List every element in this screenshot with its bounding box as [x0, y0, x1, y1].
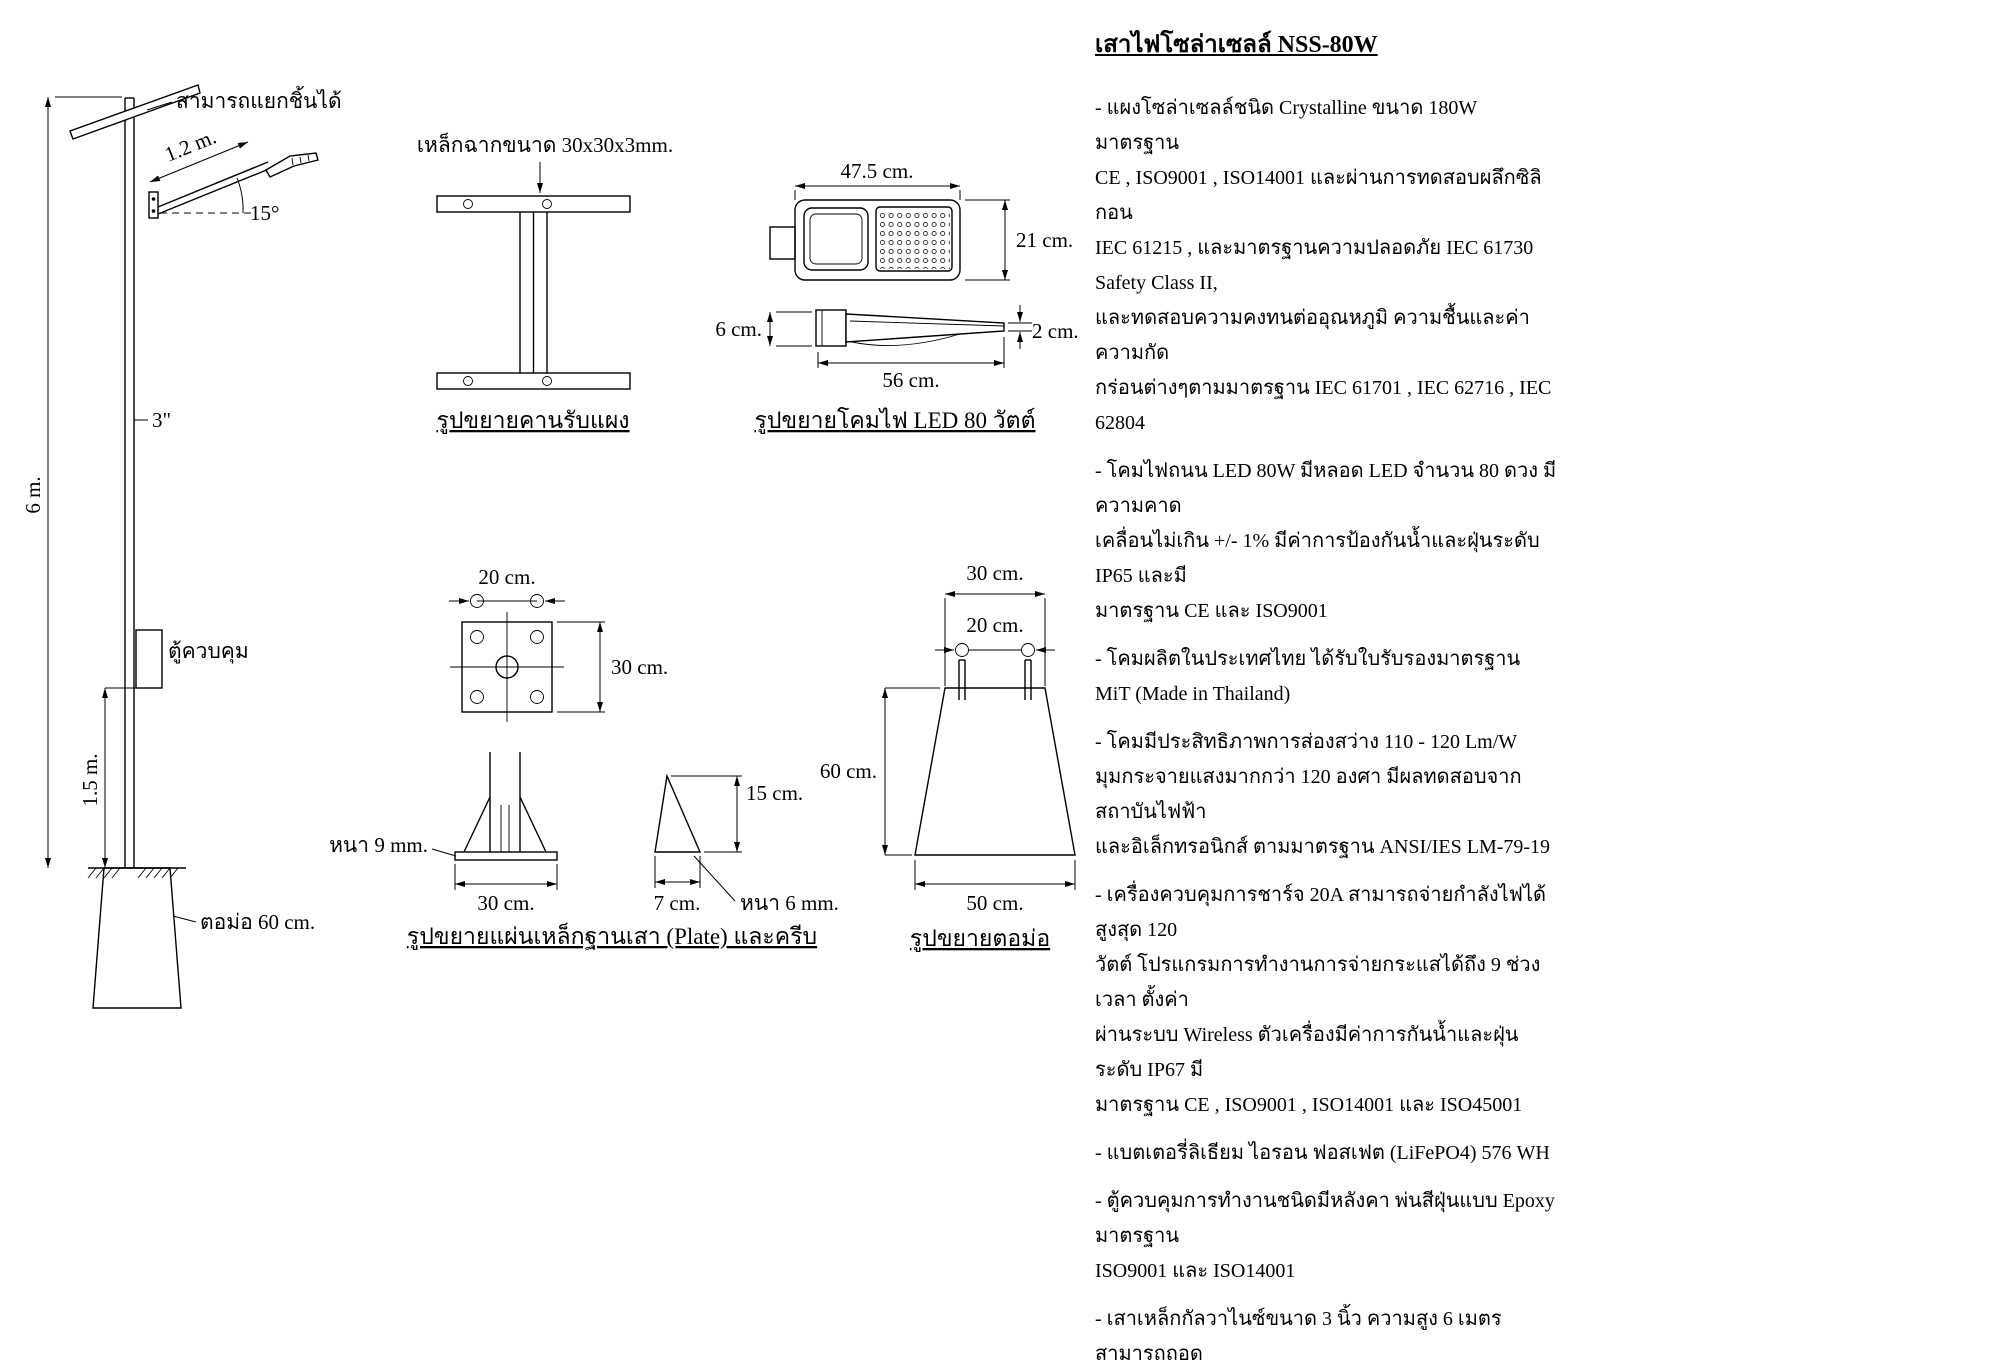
beam-bottom-flange	[436, 372, 631, 390]
pole-elevation-drawing: สามารถแยกชิ้นได้ 1.2 m. 15° 3"	[21, 84, 342, 1009]
spec-paragraph-control-box: - ตู้ควบคุมการทำงานชนิดมีหลังคา พ่นสีฝุ่…	[1095, 1190, 1555, 1282]
pier-top-width-dim: 30 cm.	[966, 561, 1023, 585]
base-plate-drawing: 20 cm. 30 cm.	[329, 565, 839, 950]
lamp-arm	[157, 161, 269, 208]
spec-column: เสาไฟโซล่าเซลล์ NSS-80W - แผงโซล่าเซลล์ช…	[1095, 24, 1565, 1362]
lamp-driver-compartment	[803, 207, 869, 271]
spec-paragraph-charge-controller: - เครื่องควบคุมการชาร์จ 20A สามารถจ่ายกำ…	[1095, 884, 1546, 1116]
spec-paragraph-pole: - เสาเหล็กกัลวาไนซ์ขนาด 3 นิ้ว ความสูง 6…	[1095, 1308, 1502, 1362]
foundation-caption: รูปขยายตอม่อ	[910, 926, 1050, 952]
control-box	[135, 629, 163, 689]
panel-detach-label: สามารถแยกชิ้นได้	[176, 86, 342, 113]
beam-steel-label: เหล็กฉากขนาด 30x30x3mm.	[417, 131, 673, 157]
lamp-body-side-view	[845, 313, 1005, 343]
tilt-angle-label: 15°	[250, 201, 279, 225]
pier-height-dim: 60 cm.	[820, 759, 877, 783]
pier-outline	[914, 687, 1076, 856]
led-dot-grid	[878, 209, 950, 269]
arm-length-dim: 1.2 m.	[161, 124, 219, 166]
beam-caption: รูปขยายคานรับแผง	[436, 408, 629, 434]
spec-paragraph-battery: - แบตเตอรี่ลิเธียม ไอรอน ฟอสเฟต (LiFePO4…	[1095, 1142, 1550, 1164]
arm-bracket	[148, 191, 159, 219]
plate-center-hole	[495, 655, 519, 679]
panel-beam-drawing: เหล็กฉากขนาด 30x30x3mm. รูปขยายคานรับแผง	[417, 131, 673, 434]
lamp-caption: รูปขยายโคมไฟ LED 80 วัตต์	[754, 407, 1035, 434]
spec-paragraph-mit-lamp: - โคมผลิตในประเทศไทย ได้รับใบรับรองมาตรฐ…	[1095, 648, 1521, 705]
lamp-width-dim: 47.5 cm.	[841, 159, 914, 183]
led-lamp-drawing: 47.5 cm. 21 cm. 6 cm	[715, 159, 1078, 434]
fin-detail	[654, 773, 702, 853]
lamp-height-dim: 21 cm.	[1016, 228, 1073, 252]
lamp-length-dim: 56 cm.	[882, 368, 939, 392]
foundation-label: ตอม่อ 60 cm.	[200, 910, 315, 934]
led-array-outline	[875, 206, 953, 272]
pier-bottom-width-dim: 50 cm.	[966, 891, 1023, 915]
luminaire-symbol	[265, 152, 319, 178]
pole-height-dim: 6 m.	[21, 476, 45, 513]
lamp-side-height-dim: 6 cm.	[715, 317, 762, 341]
plate-size-dim: 30 cm.	[611, 655, 668, 679]
lamp-mount-top-view	[769, 226, 796, 260]
beam-top-flange	[436, 195, 631, 213]
fin-width-dim: 7 cm.	[654, 891, 701, 915]
spec-paragraph-solar-panel: - แผงโซล่าเซลล์ชนิด Crystalline ขนาด 180…	[1095, 97, 1552, 434]
lamp-mount-side-view	[815, 309, 847, 347]
fin-right	[519, 796, 547, 853]
lower-section-dim: 1.5 m.	[78, 753, 102, 806]
fin-height-dim: 15 cm.	[746, 781, 803, 805]
pier-bolt-spacing-dim: 20 cm.	[966, 613, 1023, 637]
spec-paragraph-led-lamp: - โคมไฟถนน LED 80W มีหลอด LED จำนวน 80 ด…	[1095, 460, 1557, 622]
spec-title: เสาไฟโซล่าเซลล์ NSS-80W	[1095, 32, 1378, 58]
plate-caption: รูปขยายแผ่นเหล็กฐานเสา (Plate) และครีบ	[407, 921, 817, 950]
plate-hole-spacing-dim: 20 cm.	[478, 565, 535, 589]
plate-thickness-label: หนา 9 mm.	[329, 833, 428, 857]
spec-paragraph-efficiency: - โคมมีประสิทธิภาพการส่องสว่าง 110 - 120…	[1095, 731, 1551, 858]
solar-panel	[69, 84, 201, 140]
foundation-outline	[92, 867, 182, 1009]
fin-thickness-label: หนา 6 mm.	[740, 891, 839, 915]
lamp-thickness-dim: 2 cm.	[1032, 319, 1079, 343]
fin-left	[463, 796, 491, 853]
control-box-label: ตู้ควบคุม	[168, 639, 249, 664]
plate-base-width-dim: 30 cm.	[477, 891, 534, 915]
pipe-size-label: 3"	[152, 408, 171, 432]
foundation-drawing: 30 cm. 20 cm. 60 cm.	[820, 561, 1076, 952]
plate-side-view	[454, 851, 558, 861]
